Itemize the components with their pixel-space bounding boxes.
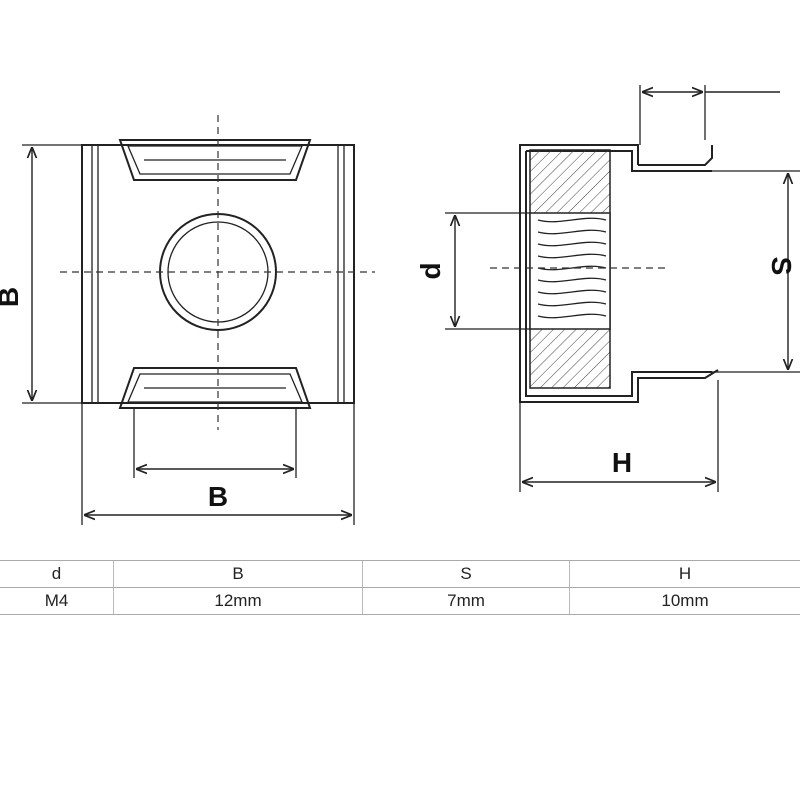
bottom-clip-tab: [118, 367, 312, 409]
height-dimension: B: [0, 144, 82, 404]
thread-diameter-label: d: [415, 262, 446, 279]
span-dimension-label: S: [766, 257, 797, 276]
cell-s: 7mm: [362, 587, 570, 615]
table-row: M4 12mm 7mm 10mm: [0, 587, 800, 615]
height-h-dimension: H: [519, 380, 719, 492]
width-dimension: B: [81, 403, 355, 525]
front-view: B B: [0, 115, 375, 525]
span-dimension: S: [712, 170, 800, 373]
cell-h: 10mm: [569, 587, 800, 615]
cell-b: 12mm: [113, 587, 363, 615]
width-dimension-label: B: [208, 481, 228, 512]
height-dimension-label: B: [0, 287, 24, 307]
cage-nut-drawing: B B d: [0, 85, 800, 525]
cell-d: M4: [0, 587, 114, 615]
inner-width-dimension: [133, 408, 297, 478]
side-view: d S H: [415, 85, 800, 492]
thread-region: [529, 212, 611, 330]
header-d: d: [0, 560, 114, 588]
thread-diameter-dimension: d: [415, 212, 530, 330]
table-header-row: d B S H: [0, 560, 800, 588]
spec-table: d B S H M4 12mm 7mm 10mm: [0, 560, 800, 615]
height-h-label: H: [612, 447, 632, 478]
top-clip-tab: [118, 139, 312, 181]
header-b: B: [113, 560, 363, 588]
thickness-dimension: [639, 85, 780, 145]
header-h: H: [569, 560, 800, 588]
header-s: S: [362, 560, 570, 588]
cage-outline: [519, 144, 719, 403]
